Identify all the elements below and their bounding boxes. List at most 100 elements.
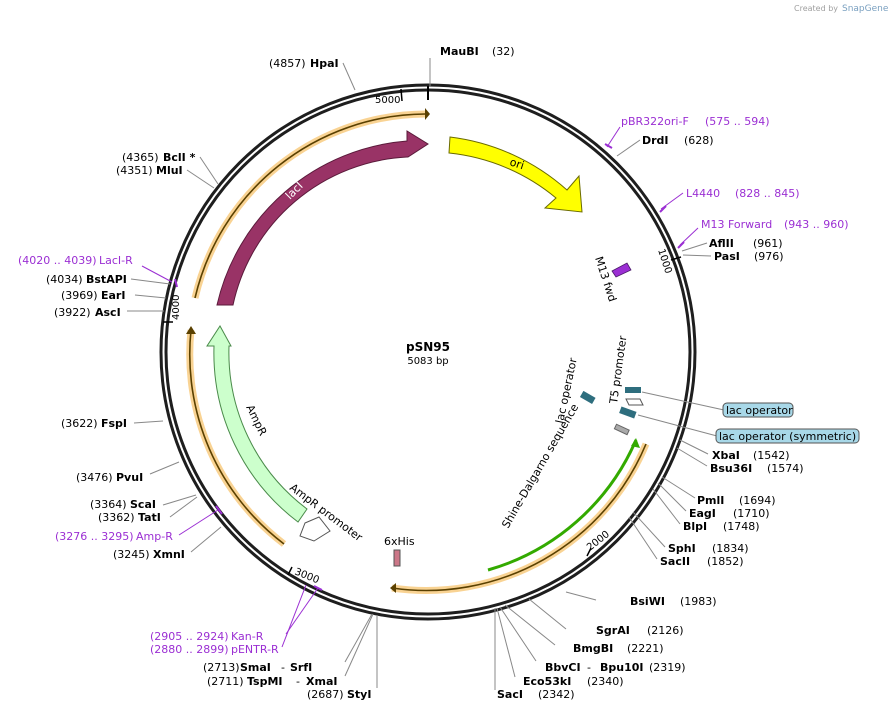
- callout-line-lac-operator-sym: [637, 414, 718, 437]
- site-scai-name[interactable]: ScaI: [130, 498, 156, 511]
- primer-l4440-name[interactable]: L4440: [686, 187, 720, 200]
- site-hpai-pos: (4857): [269, 57, 306, 70]
- primer-mark-pbr322ori: [604, 143, 613, 149]
- site-bpu10i-name[interactable]: Bpu10I: [600, 661, 644, 674]
- site-bsiwi-name[interactable]: BsiWI: [630, 595, 665, 608]
- site-srfi-name[interactable]: SrfI: [290, 661, 312, 674]
- site-bstapi-name[interactable]: BstAPI: [86, 273, 127, 286]
- site-pasi-pos: (976): [754, 250, 784, 263]
- lac-operator-symmetric-box: [619, 406, 637, 419]
- orf-arrow-6xhis: [390, 583, 396, 593]
- orf-line-laci: [194, 113, 426, 299]
- site-drdi-name[interactable]: DrdI: [642, 134, 669, 147]
- site-sgrai-name[interactable]: SgrAI: [596, 624, 630, 637]
- site-eagi-name[interactable]: EagI: [689, 507, 716, 520]
- site-tati-name[interactable]: TatI: [138, 511, 161, 524]
- site-styi-name[interactable]: StyI: [347, 688, 371, 701]
- site-line-bmgbi: [504, 604, 556, 646]
- site-pvui-name[interactable]: PvuI: [116, 471, 143, 484]
- primer-pentrr-name[interactable]: pENTR-R: [231, 643, 279, 656]
- primer-pbr322ori-range: (575 .. 594): [705, 115, 770, 128]
- site-line-sgrai: [528, 598, 567, 630]
- site-asci-name[interactable]: AscI: [95, 306, 121, 319]
- site-xbai-name[interactable]: XbaI: [712, 449, 740, 462]
- site-xmai-name[interactable]: XmaI: [306, 675, 337, 688]
- site-line-fspi: [133, 420, 164, 424]
- primer-mark-m13forward: [677, 241, 685, 249]
- site-blpi-pos: (1748): [723, 520, 760, 533]
- m13-fwd-label: M13 fwd: [592, 255, 619, 303]
- site-line-mlui: [186, 169, 215, 189]
- plasmid-length: 5083 bp: [407, 356, 448, 367]
- site-saci-pos: (2342): [538, 688, 575, 701]
- site-bmgbi-name[interactable]: BmgBI: [573, 642, 613, 655]
- lac-operator-box-2: [625, 387, 641, 393]
- site-smai-name[interactable]: SmaI: [240, 661, 271, 674]
- site-pvui-pos: (3476): [76, 471, 113, 484]
- site-maubi-name[interactable]: MauBI: [440, 45, 479, 58]
- ori-feature: [448, 136, 583, 213]
- site-hpai-name[interactable]: HpaI: [310, 57, 339, 70]
- primer-kanr-range: (2905 .. 2924): [150, 630, 229, 643]
- site-aflii-pos: (961): [753, 237, 783, 250]
- site-fspi-pos: (3622): [61, 417, 98, 430]
- site-sphi-name[interactable]: SphI: [668, 542, 696, 555]
- site-line-sacii: [628, 516, 658, 560]
- site-blpi-name[interactable]: BlpI: [683, 520, 707, 533]
- site-aflii-name[interactable]: AflII: [709, 237, 734, 250]
- primer-pbr322ori-name[interactable]: pBR322ori-F: [621, 115, 689, 128]
- site-bsiwi-pos: (1983): [680, 595, 717, 608]
- site-line-xbai: [679, 439, 709, 455]
- primer-m13forward-name[interactable]: M13 Forward: [701, 218, 772, 231]
- callout-lac-operator-text: lac operator: [726, 404, 793, 417]
- site-eco53ki-pos: (2340): [587, 675, 624, 688]
- orf-line-6xhis: [391, 443, 647, 592]
- site-fspi-name[interactable]: FspI: [101, 417, 127, 430]
- site-bbvci-name[interactable]: BbvCI: [545, 661, 581, 674]
- ampr-promoter-arrow: [299, 516, 331, 542]
- site-smai-pos: (2713): [203, 661, 240, 674]
- site-line-pasi: [682, 254, 712, 257]
- site-eco53ki-name[interactable]: Eco53kI: [523, 675, 571, 688]
- site-line-eagi: [657, 482, 687, 512]
- site-mlui-pos: (4351): [116, 164, 153, 177]
- site-xmni-name[interactable]: XmnI: [153, 548, 185, 561]
- primer-m13forward-range: (943 .. 960): [784, 218, 849, 231]
- orf-arrow-ampr: [186, 326, 196, 334]
- callout-lac-operator-sym-box[interactable]: [715, 428, 860, 444]
- ampr-label: AmpR: [243, 403, 269, 439]
- site-tspmi-name[interactable]: TspMI: [247, 675, 283, 688]
- primer-mark-lacir: [174, 278, 178, 288]
- site-srfi-prefix: -: [281, 661, 285, 674]
- site-line-aflii: [681, 242, 708, 252]
- site-bstapi-pos: (4034): [46, 273, 83, 286]
- primer-lacir-name[interactable]: LacI-R: [99, 254, 133, 267]
- lac-operator-box: [579, 390, 596, 404]
- primer-line-lacir: [141, 265, 173, 283]
- site-bcli-name[interactable]: BclI *: [163, 151, 196, 164]
- site-xbai-pos: (1542): [753, 449, 790, 462]
- ampr-feature: [206, 325, 308, 523]
- primer-ampr-name[interactable]: Amp-R: [136, 530, 173, 543]
- shine-dalgarno-label: Shine-Dalgarno sequence: [499, 401, 581, 530]
- callout-lac-operator-box[interactable]: [722, 402, 794, 418]
- shine-dalgarno-line: [487, 439, 638, 572]
- site-bsu36i-name[interactable]: Bsu36I: [710, 462, 752, 475]
- t5-promoter-arrow: [625, 398, 644, 406]
- primer-kanr-name[interactable]: Kan-R: [231, 630, 264, 643]
- site-line-hpai: [342, 62, 356, 91]
- site-sacii-name[interactable]: SacII: [660, 555, 690, 568]
- backbone-outer: [159, 83, 697, 621]
- site-line-drdi: [616, 139, 641, 157]
- site-pasi-name[interactable]: PasI: [714, 250, 740, 263]
- primer-l4440-range: (828 .. 845): [735, 187, 800, 200]
- laci-feature: [216, 130, 429, 306]
- site-mlui-name[interactable]: MluI: [156, 164, 183, 177]
- site-eari-name[interactable]: EarI: [101, 289, 125, 302]
- primer-mark-ampr: [215, 505, 223, 515]
- site-pmli-name[interactable]: PmlI: [697, 494, 724, 507]
- site-saci-name[interactable]: SacI: [497, 688, 523, 701]
- credit-prefix: Created by: [794, 4, 838, 13]
- site-sphi-pos: (1834): [712, 542, 749, 555]
